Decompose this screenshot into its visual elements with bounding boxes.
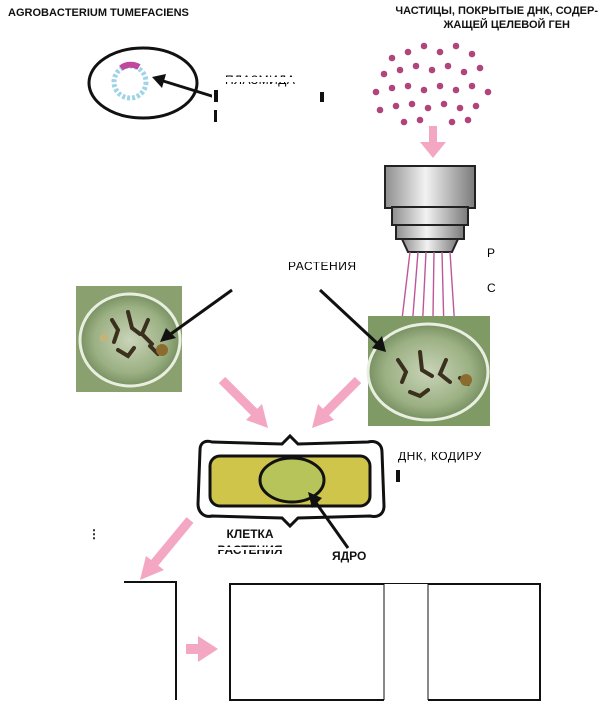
agrobacterium-cell — [89, 48, 197, 118]
left-dish-to-cell-arrow — [222, 380, 268, 428]
cell-to-left-panel-arrow — [140, 520, 190, 580]
dna-particle — [417, 117, 424, 124]
dna-particle — [469, 51, 476, 58]
dna-particle — [405, 49, 412, 56]
dna-particle — [377, 107, 384, 114]
particles-down-arrow — [420, 126, 446, 158]
dna-particle — [485, 89, 492, 96]
dna-particle — [469, 83, 476, 90]
dna-particle — [461, 69, 468, 76]
dna-particle — [437, 49, 444, 56]
dna-particle — [421, 43, 428, 50]
plant-cell — [198, 436, 384, 526]
dna-particle — [429, 67, 436, 74]
label-nucleus: ЯДРО — [332, 549, 366, 563]
label-cell-line1: КЛЕТКА — [226, 527, 273, 541]
dna-particle — [389, 85, 396, 92]
dna-particle — [441, 101, 448, 108]
dna-particle — [389, 55, 396, 62]
label-gun-partial-a: Р — [487, 246, 496, 260]
dna-particle — [473, 103, 480, 110]
bottom-right-arrow — [186, 636, 218, 662]
dna-particle — [421, 87, 428, 94]
dna-particle — [457, 105, 464, 112]
label-particles-line2: ЖАЩЕЙ ЦЕЛЕВОЙ ГЕН — [442, 18, 570, 31]
bottom-left-panel-frame — [124, 582, 176, 700]
dna-particle — [381, 71, 388, 78]
dna-particles-cloud — [373, 43, 492, 126]
dna-particle — [397, 67, 404, 74]
dna-particle — [401, 119, 408, 126]
stray-mark: ⋮ — [88, 527, 100, 541]
dna-particle — [409, 101, 416, 108]
right-dish-to-cell-arrow — [312, 380, 358, 428]
dna-particle — [373, 89, 380, 96]
label-gun-partial-b: С — [487, 281, 496, 295]
dna-particle — [413, 63, 420, 70]
dna-particle — [393, 103, 400, 110]
dna-particle — [437, 83, 444, 90]
dna-particle — [453, 87, 460, 94]
dna-particle — [453, 43, 460, 50]
dna-particle — [465, 117, 472, 124]
right-petri-dish — [368, 316, 490, 426]
label-agrobacterium: AGROBACTERIUM TUMEFACIENS — [8, 7, 189, 19]
label-particles-line1: ЧАСТИЦЫ, ПОКРЫТЫЕ ДНК, СОДЕР- — [395, 5, 598, 17]
dna-particle — [445, 63, 452, 70]
gene-gun — [385, 166, 475, 252]
dna-particle — [449, 119, 456, 126]
dna-particle — [405, 83, 412, 90]
dna-particle — [477, 65, 484, 72]
dna-particle — [425, 105, 432, 112]
